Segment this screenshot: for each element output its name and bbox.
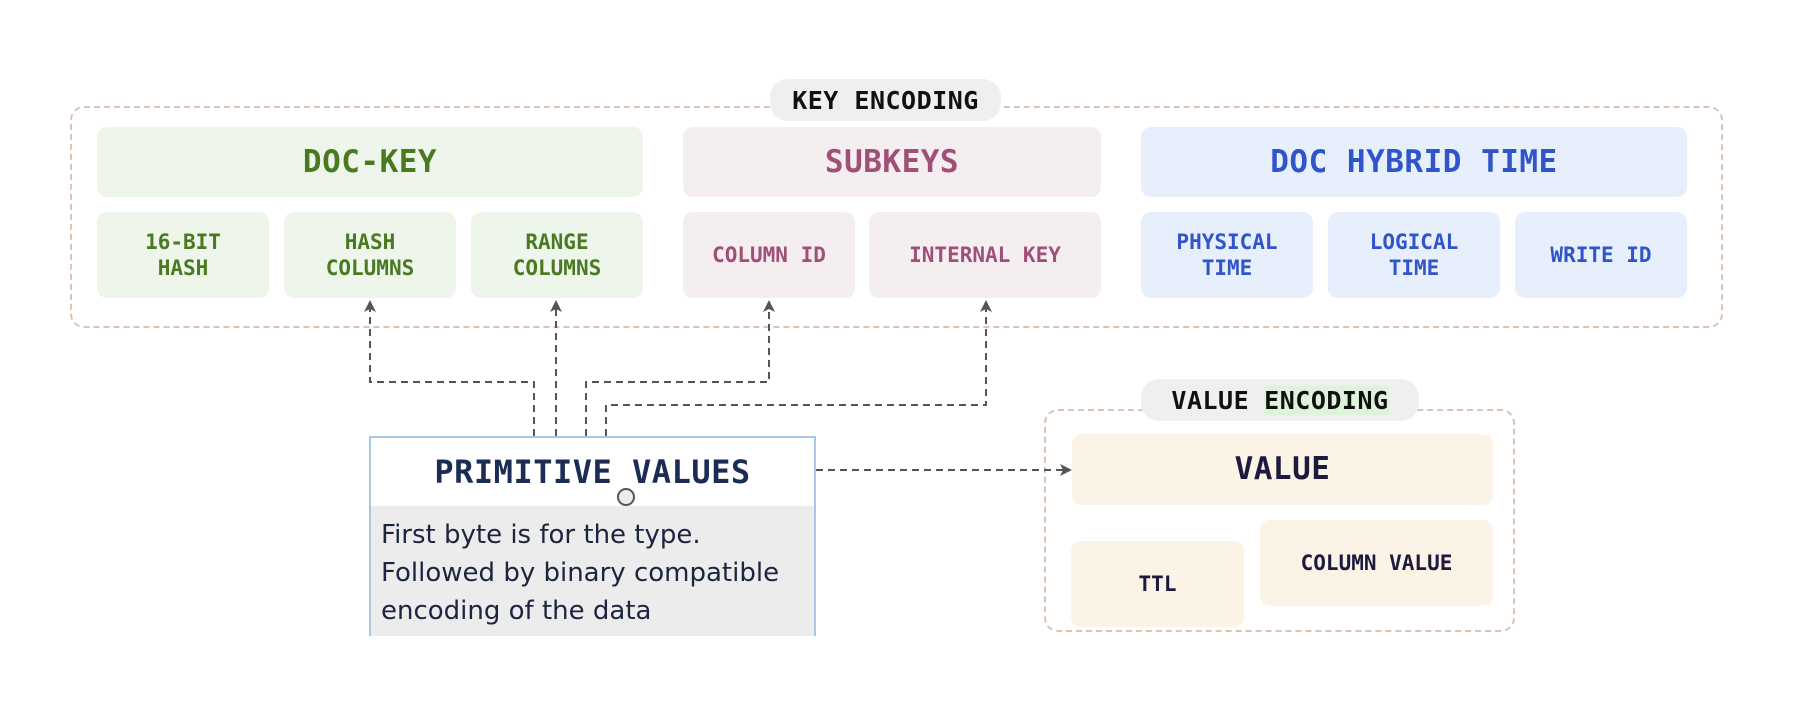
primitive-values-title: PRIMITIVE VALUES	[434, 453, 751, 491]
value-header: VALUE	[1072, 434, 1493, 505]
connector-to-column-id	[585, 300, 775, 436]
primitive-values-description: First byte is for the type. Followed by …	[371, 506, 814, 636]
connection-handle-icon[interactable]	[617, 488, 635, 506]
connector-to-hash-columns	[364, 300, 535, 436]
value-encoding-title-word-1: VALUE	[1171, 385, 1250, 415]
value-encoding-title-word-2: ENCODING	[1264, 385, 1389, 415]
connector-to-internal-key	[605, 300, 992, 436]
hybrid-time-write-id: WRITE ID	[1515, 212, 1687, 298]
value-encoding-title: VALUE ENCODING	[1141, 379, 1419, 421]
hybrid-time-physical: PHYSICAL TIME	[1141, 212, 1313, 298]
hybrid-time-logical: LOGICAL TIME	[1328, 212, 1500, 298]
doc-key-range-columns: RANGE COLUMNS	[471, 212, 643, 298]
doc-key-16bit-hash: 16-BIT HASH	[97, 212, 269, 298]
value-column-value: COLUMN VALUE	[1260, 520, 1493, 606]
subkeys-header: SUBKEYS	[683, 127, 1101, 197]
doc-key-hash-columns: HASH COLUMNS	[284, 212, 456, 298]
key-encoding-title: KEY ENCODING	[770, 79, 1001, 121]
primitive-values-node: PRIMITIVE VALUES First byte is for the t…	[369, 436, 816, 636]
subkeys-column-id: COLUMN ID	[683, 212, 855, 298]
doc-hybrid-time-header: DOC HYBRID TIME	[1141, 127, 1687, 197]
value-ttl: TTL	[1071, 541, 1244, 627]
doc-key-header: DOC-KEY	[97, 127, 643, 197]
subkeys-internal-key: INTERNAL KEY	[869, 212, 1101, 298]
